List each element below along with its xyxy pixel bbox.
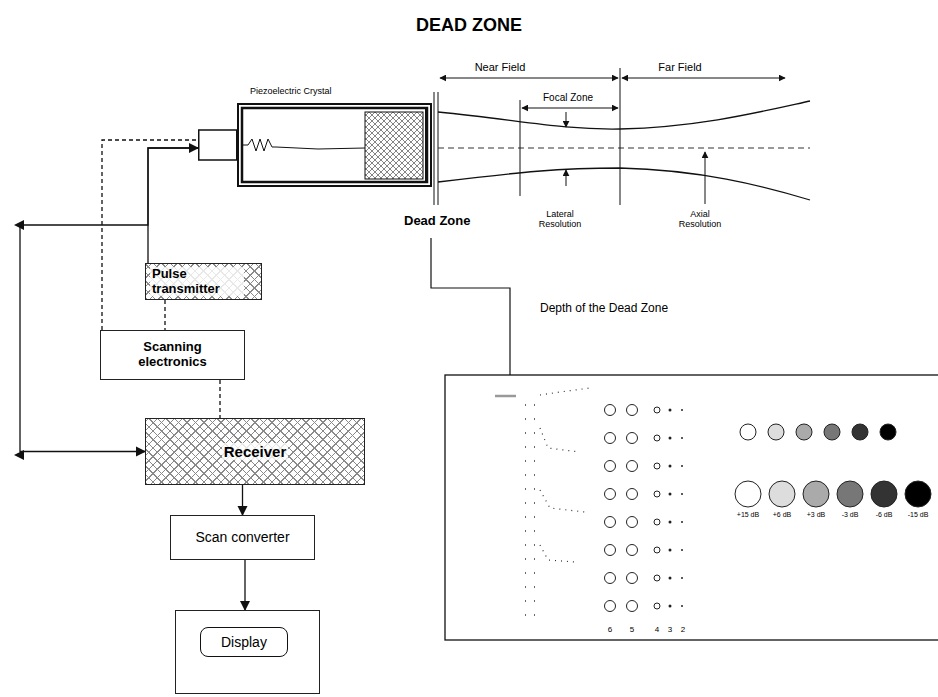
caption-label: Depth of the Dead Zone <box>540 302 668 315</box>
converter-box: Scan converter <box>170 515 315 560</box>
electronics-box: Scanning electronics <box>100 330 245 380</box>
column-number: 5 <box>630 626 634 635</box>
gain-label: +3 dB <box>807 511 826 519</box>
receiver-box: Receiver <box>145 418 365 485</box>
column-number: 3 <box>668 626 672 635</box>
dimension-label: Focal Zone <box>543 92 593 103</box>
transmitter-box: Pulse transmitter <box>145 263 262 300</box>
gain-label: -6 dB <box>876 511 893 519</box>
column-number: 6 <box>608 626 612 635</box>
callout-label: Lateral Resolution <box>529 210 591 230</box>
box-label: Receiver <box>222 443 289 460</box>
column-number: 4 <box>655 626 659 635</box>
callout-label: Axial Resolution <box>669 210 731 230</box>
diagram-title: DEAD ZONE <box>416 15 522 36</box>
part-label: Piezoelectric Crystal <box>250 86 332 96</box>
display-box: Display <box>175 610 320 694</box>
gain-label: -3 dB <box>842 511 859 519</box>
box-label: Scanning electronics <box>120 340 225 370</box>
dimension-label: Near Field <box>475 61 526 73</box>
box-label: Display <box>200 627 288 657</box>
dimension-label: Far Field <box>658 61 701 73</box>
part-label: Dead Zone <box>404 214 470 228</box>
signal-connector <box>242 485 243 515</box>
control-connector <box>102 140 198 330</box>
column-number: 2 <box>681 626 685 635</box>
signal-connector <box>244 560 245 610</box>
control-connector <box>164 300 165 330</box>
transducer-symbol <box>198 103 432 187</box>
gain-label: +15 dB <box>737 511 759 519</box>
control-connector <box>219 380 220 418</box>
box-label: Scan converter <box>195 529 289 545</box>
gain-label: -15 dB <box>908 511 929 519</box>
gain-label: +6 dB <box>773 511 792 519</box>
signal-connector <box>148 148 198 263</box>
transducer-housing: Piezoelectric Crystal <box>198 103 432 187</box>
box-label: Pulse transmitter <box>150 267 244 297</box>
